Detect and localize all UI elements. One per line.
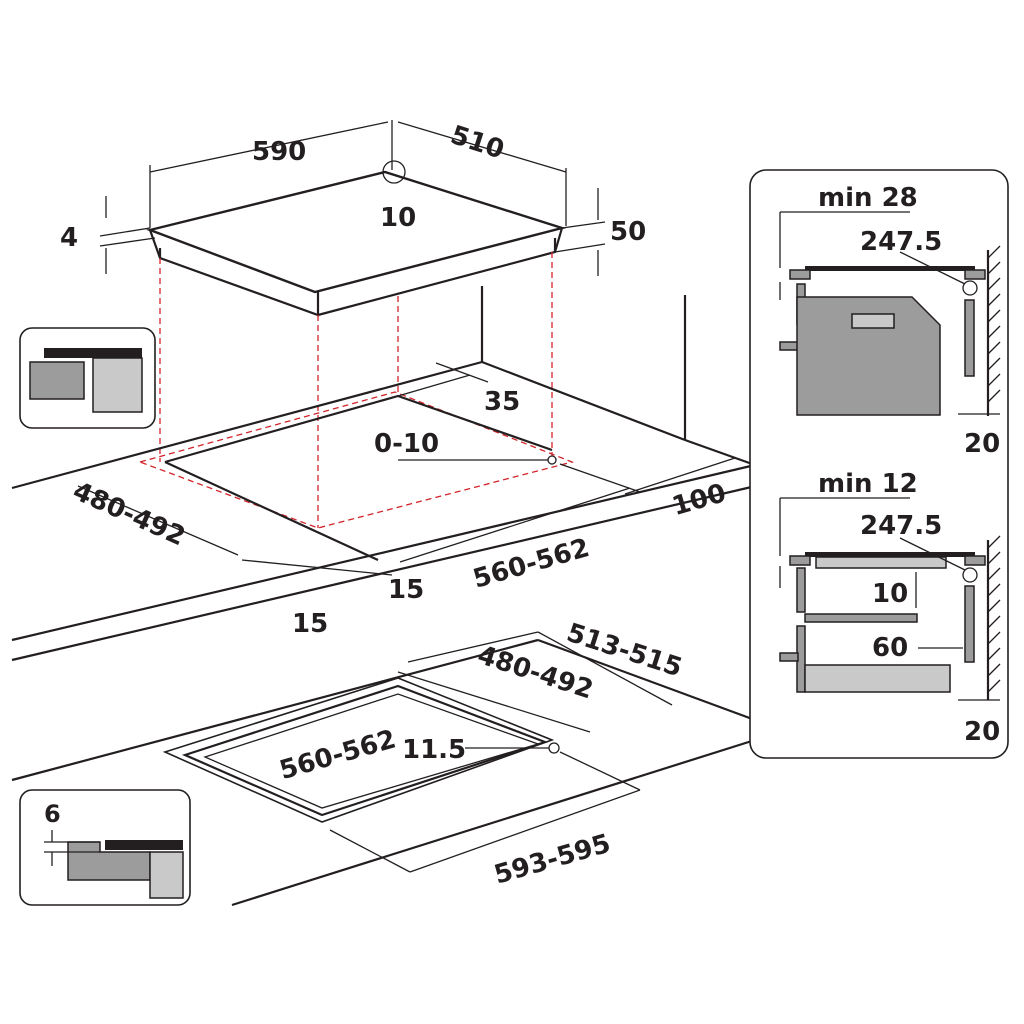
cutout-depth-label: 480-492 (68, 476, 189, 552)
rear-gap-label: 35 (484, 387, 520, 417)
flush-mount-inset (19, 327, 156, 429)
rear-clearance-label: 100 (669, 478, 729, 522)
worktop-recessed: 513-515 480-492 560-562 11.5 593-595 (11, 618, 756, 907)
side-bottom-offset-label: 247.5 (860, 511, 942, 541)
hob-depth-label: 510 (447, 120, 508, 165)
hob-width-label: 590 (252, 137, 306, 167)
side-view-top: min 28 247.5 20 (779, 183, 1001, 459)
wall-hatch-bottom (987, 535, 1001, 693)
recess-depth-label: 6 (44, 800, 61, 828)
side-view-bottom: min 12 247.5 10 60 20 (779, 469, 1001, 747)
side-top-offset-label: 247.5 (860, 227, 942, 257)
recess-outer-width-label: 593-595 (491, 829, 614, 891)
recessed-mount-inset: 6 (19, 789, 191, 906)
hob-drawing: 590 510 10 4 50 (60, 120, 646, 317)
hob-height-label: 50 (610, 217, 646, 247)
side-views-panel: min 28 247.5 20 (749, 169, 1009, 759)
gap-front-label: 15 (292, 609, 328, 639)
gap-right-label: 15 (388, 575, 424, 605)
side-bottom-shelf-gap-label: 10 (872, 579, 908, 609)
cutout-width-label: 560-562 (470, 533, 593, 595)
wall-hatch-top (987, 245, 1001, 403)
side-bottom-wall-gap-label: 20 (964, 717, 1000, 747)
side-bottom-shelf-clearance-label: 60 (872, 633, 908, 663)
recess-corner-radius-label: 11.5 (402, 735, 466, 765)
cutout-corner-radius-label: 0-10 (374, 429, 439, 459)
side-top-min-gap-label: min 28 (818, 183, 918, 213)
side-bottom-min-gap-label: min 12 (818, 469, 918, 499)
hob-corner-radius-label: 10 (380, 203, 416, 233)
hob-glass-thickness-label: 4 (60, 223, 78, 253)
side-top-wall-gap-label: 20 (964, 429, 1000, 459)
